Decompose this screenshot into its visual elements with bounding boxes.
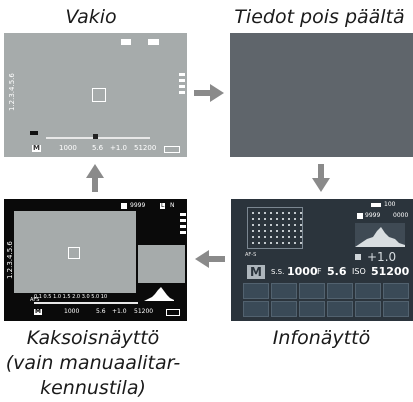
info-f-label: F: [317, 267, 322, 276]
dual-aspect: N: [170, 202, 175, 209]
standard-rec-indicator: [30, 131, 38, 135]
caption-info-display: Infonäyttö: [272, 327, 371, 349]
arrow-left-icon: [195, 250, 225, 268]
settings-tile: [299, 301, 325, 317]
settings-tile: [299, 283, 325, 299]
info-off-screen: [230, 33, 413, 157]
info-battery: [371, 203, 381, 207]
exposure-scale: [46, 137, 150, 139]
settings-tile: [383, 283, 409, 299]
standard-side-label: 1.2.3.4.5.6: [8, 73, 16, 111]
info-shots: 9999: [365, 212, 381, 219]
standard-exposure: +1.0: [110, 144, 127, 152]
arrow-down-icon: [312, 164, 330, 192]
standard-top-indicator: [121, 39, 131, 45]
standard-iso: 51200: [134, 144, 157, 152]
dual-size: L: [160, 202, 166, 209]
dual-distance-scale: 0.1 0.5 1.0 1.5 2.0 3.0 5.0 10: [34, 294, 108, 300]
dual-main-view: [14, 211, 136, 293]
info-ss-label: S.S.: [271, 268, 285, 276]
dual-histogram: [144, 287, 174, 301]
caption-standard: Vakio: [65, 6, 117, 28]
dual-focus-frame: [68, 247, 80, 259]
info-histogram: [355, 223, 405, 247]
focus-point-grid: [247, 207, 303, 249]
info-iso: 51200: [371, 265, 410, 278]
dual-shutter: 1000: [64, 308, 80, 315]
dual-af-mode: AFS: [30, 297, 40, 303]
standard-screen: 1.2.3.4.5.6 M 1000 5.6 +1.0 51200: [4, 33, 187, 157]
dual-iso: 51200: [134, 308, 154, 315]
dual-right-icons: [180, 213, 186, 235]
info-shutter: 1000: [287, 265, 318, 278]
focus-frame: [92, 88, 106, 102]
dual-scale-bar: [34, 302, 138, 304]
standard-right-icons: [179, 73, 185, 97]
dual-card-icon: [121, 203, 127, 209]
dual-zoom-view: [138, 245, 185, 283]
standard-top-indicator-2: [148, 39, 159, 45]
info-aperture: 5.6: [327, 265, 347, 278]
standard-battery: [164, 146, 180, 153]
info-exposure-comp: +1.0: [367, 250, 397, 264]
info-card-icon: [357, 213, 363, 219]
dual-display-screen: 9999 L N 1.2.3.4.5.6 0.1 0.5 1.0 1.5 2.0…: [4, 199, 187, 321]
settings-tile: [271, 283, 297, 299]
exposure-marker: [93, 134, 98, 139]
caption-info-off: Tiedot pois päältä: [234, 6, 405, 28]
standard-shutter: 1000: [59, 144, 77, 152]
dual-mode: M: [34, 308, 42, 315]
info-battery-value: 100: [384, 201, 396, 208]
caption-dual-line1: Kaksoisnäyttö: [26, 327, 160, 349]
standard-mode: M: [32, 144, 41, 152]
settings-tile: [243, 283, 269, 299]
info-count: 0000: [393, 212, 409, 219]
settings-tile: [383, 301, 409, 317]
info-iso-label: ISO: [352, 267, 366, 276]
settings-tile: [327, 283, 353, 299]
settings-tile: [243, 301, 269, 317]
settings-tile: [355, 283, 381, 299]
caption-dual-line2: (vain manuaalitar-: [5, 352, 181, 374]
dual-exposure: +1.0: [112, 308, 127, 315]
info-display-screen: AF-S 100 9999 0000 +1.0 M S.S. 1000 F 5.…: [231, 199, 413, 321]
settings-tile: [355, 301, 381, 317]
dual-shots: 9999: [130, 202, 146, 209]
settings-tile: [327, 301, 353, 317]
settings-tile: [271, 301, 297, 317]
arrow-right-icon: [194, 84, 224, 102]
dual-aperture: 5.6: [96, 308, 106, 315]
dual-battery: [166, 309, 180, 316]
standard-aperture: 5.6: [92, 144, 104, 152]
arrow-up-icon: [86, 164, 104, 192]
info-small-label: AF-S: [245, 252, 257, 258]
caption-dual-line3: kennustila): [40, 377, 146, 399]
info-exposure-icon: [355, 254, 361, 260]
info-mode: M: [247, 265, 265, 279]
dual-side-label: 1.2.3.4.5.6: [6, 241, 14, 279]
